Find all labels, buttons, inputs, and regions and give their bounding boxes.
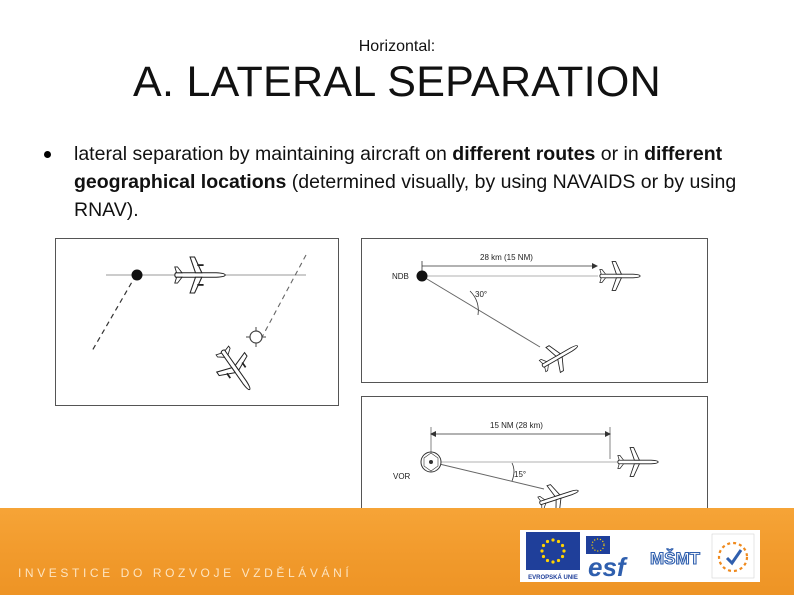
bullet-bold-routes: different routes	[452, 143, 596, 165]
vor-label: VOR	[393, 472, 411, 481]
bullet-list: lateral separation by maintaining aircra…	[44, 140, 764, 224]
ndb-label: NDB	[392, 272, 409, 281]
eu-star-icon	[551, 560, 555, 564]
ndb-angle-label: 30°	[475, 290, 487, 299]
eu-star-icon	[545, 558, 550, 563]
eu-star-icon	[556, 558, 561, 563]
eu-star-icon	[540, 549, 544, 553]
eu-flag-logo: EVROPSKÁ UNIE	[526, 532, 580, 581]
bullet-item: lateral separation by maintaining aircra…	[44, 140, 764, 224]
bullet-bold-locations: different geographical locations	[74, 143, 723, 193]
esf-logo: esf	[586, 536, 628, 582]
bullet-text-part: or in	[595, 143, 645, 165]
figure-visual-separation	[55, 238, 339, 406]
bullet-dot-icon	[44, 151, 51, 158]
footer-program-text: INVESTICE DO ROZVOJE VZDĚLÁVÁNÍ	[18, 566, 353, 580]
bullet-text-part: lateral separation by maintaining aircra…	[74, 143, 453, 165]
eu-caption: EVROPSKÁ UNIE	[528, 574, 578, 581]
figure-ndb-separation: NDB 28 km (15 NM) 30°	[361, 238, 708, 383]
eu-star-icon	[551, 538, 555, 542]
airplane-icon	[599, 261, 641, 291]
ndb-point-icon	[416, 270, 428, 282]
msmt-wordmark: MŠMT	[650, 549, 701, 568]
eu-star-icon	[556, 539, 561, 544]
msmt-logo: MŠMT	[649, 548, 701, 568]
eu-star-icon	[545, 539, 550, 544]
slide-subtitle: Horizontal:	[358, 38, 436, 55]
eu-star-icon	[541, 543, 546, 548]
airplane-icon	[207, 339, 265, 401]
vor-angle-label: 15°	[514, 470, 526, 479]
eu-star-icon	[541, 554, 546, 559]
logo-strip: EVROPSKÁ UNIE esf MŠMT	[520, 530, 760, 582]
navaid-point-icon	[131, 269, 143, 281]
vor-symbol-icon	[420, 451, 442, 473]
op-vk-logo	[711, 533, 755, 579]
airplane-icon	[173, 256, 227, 294]
eu-star-icon	[560, 554, 565, 559]
navaid-symbol-icon	[246, 327, 266, 347]
bullet-text-part: (determined visually, by using NAVAIDS o…	[74, 171, 737, 221]
airplane-icon	[534, 333, 586, 379]
eu-star-icon	[562, 549, 566, 553]
airplane-icon	[617, 447, 659, 477]
esf-wordmark: esf	[588, 552, 628, 582]
eu-star-icon	[560, 543, 565, 548]
slide-title: A. LATERAL SEPARATION	[132, 58, 661, 106]
vor-distance-label: 15 NM (28 km)	[490, 421, 543, 430]
ndb-distance-label: 28 km (15 NM)	[480, 253, 533, 262]
